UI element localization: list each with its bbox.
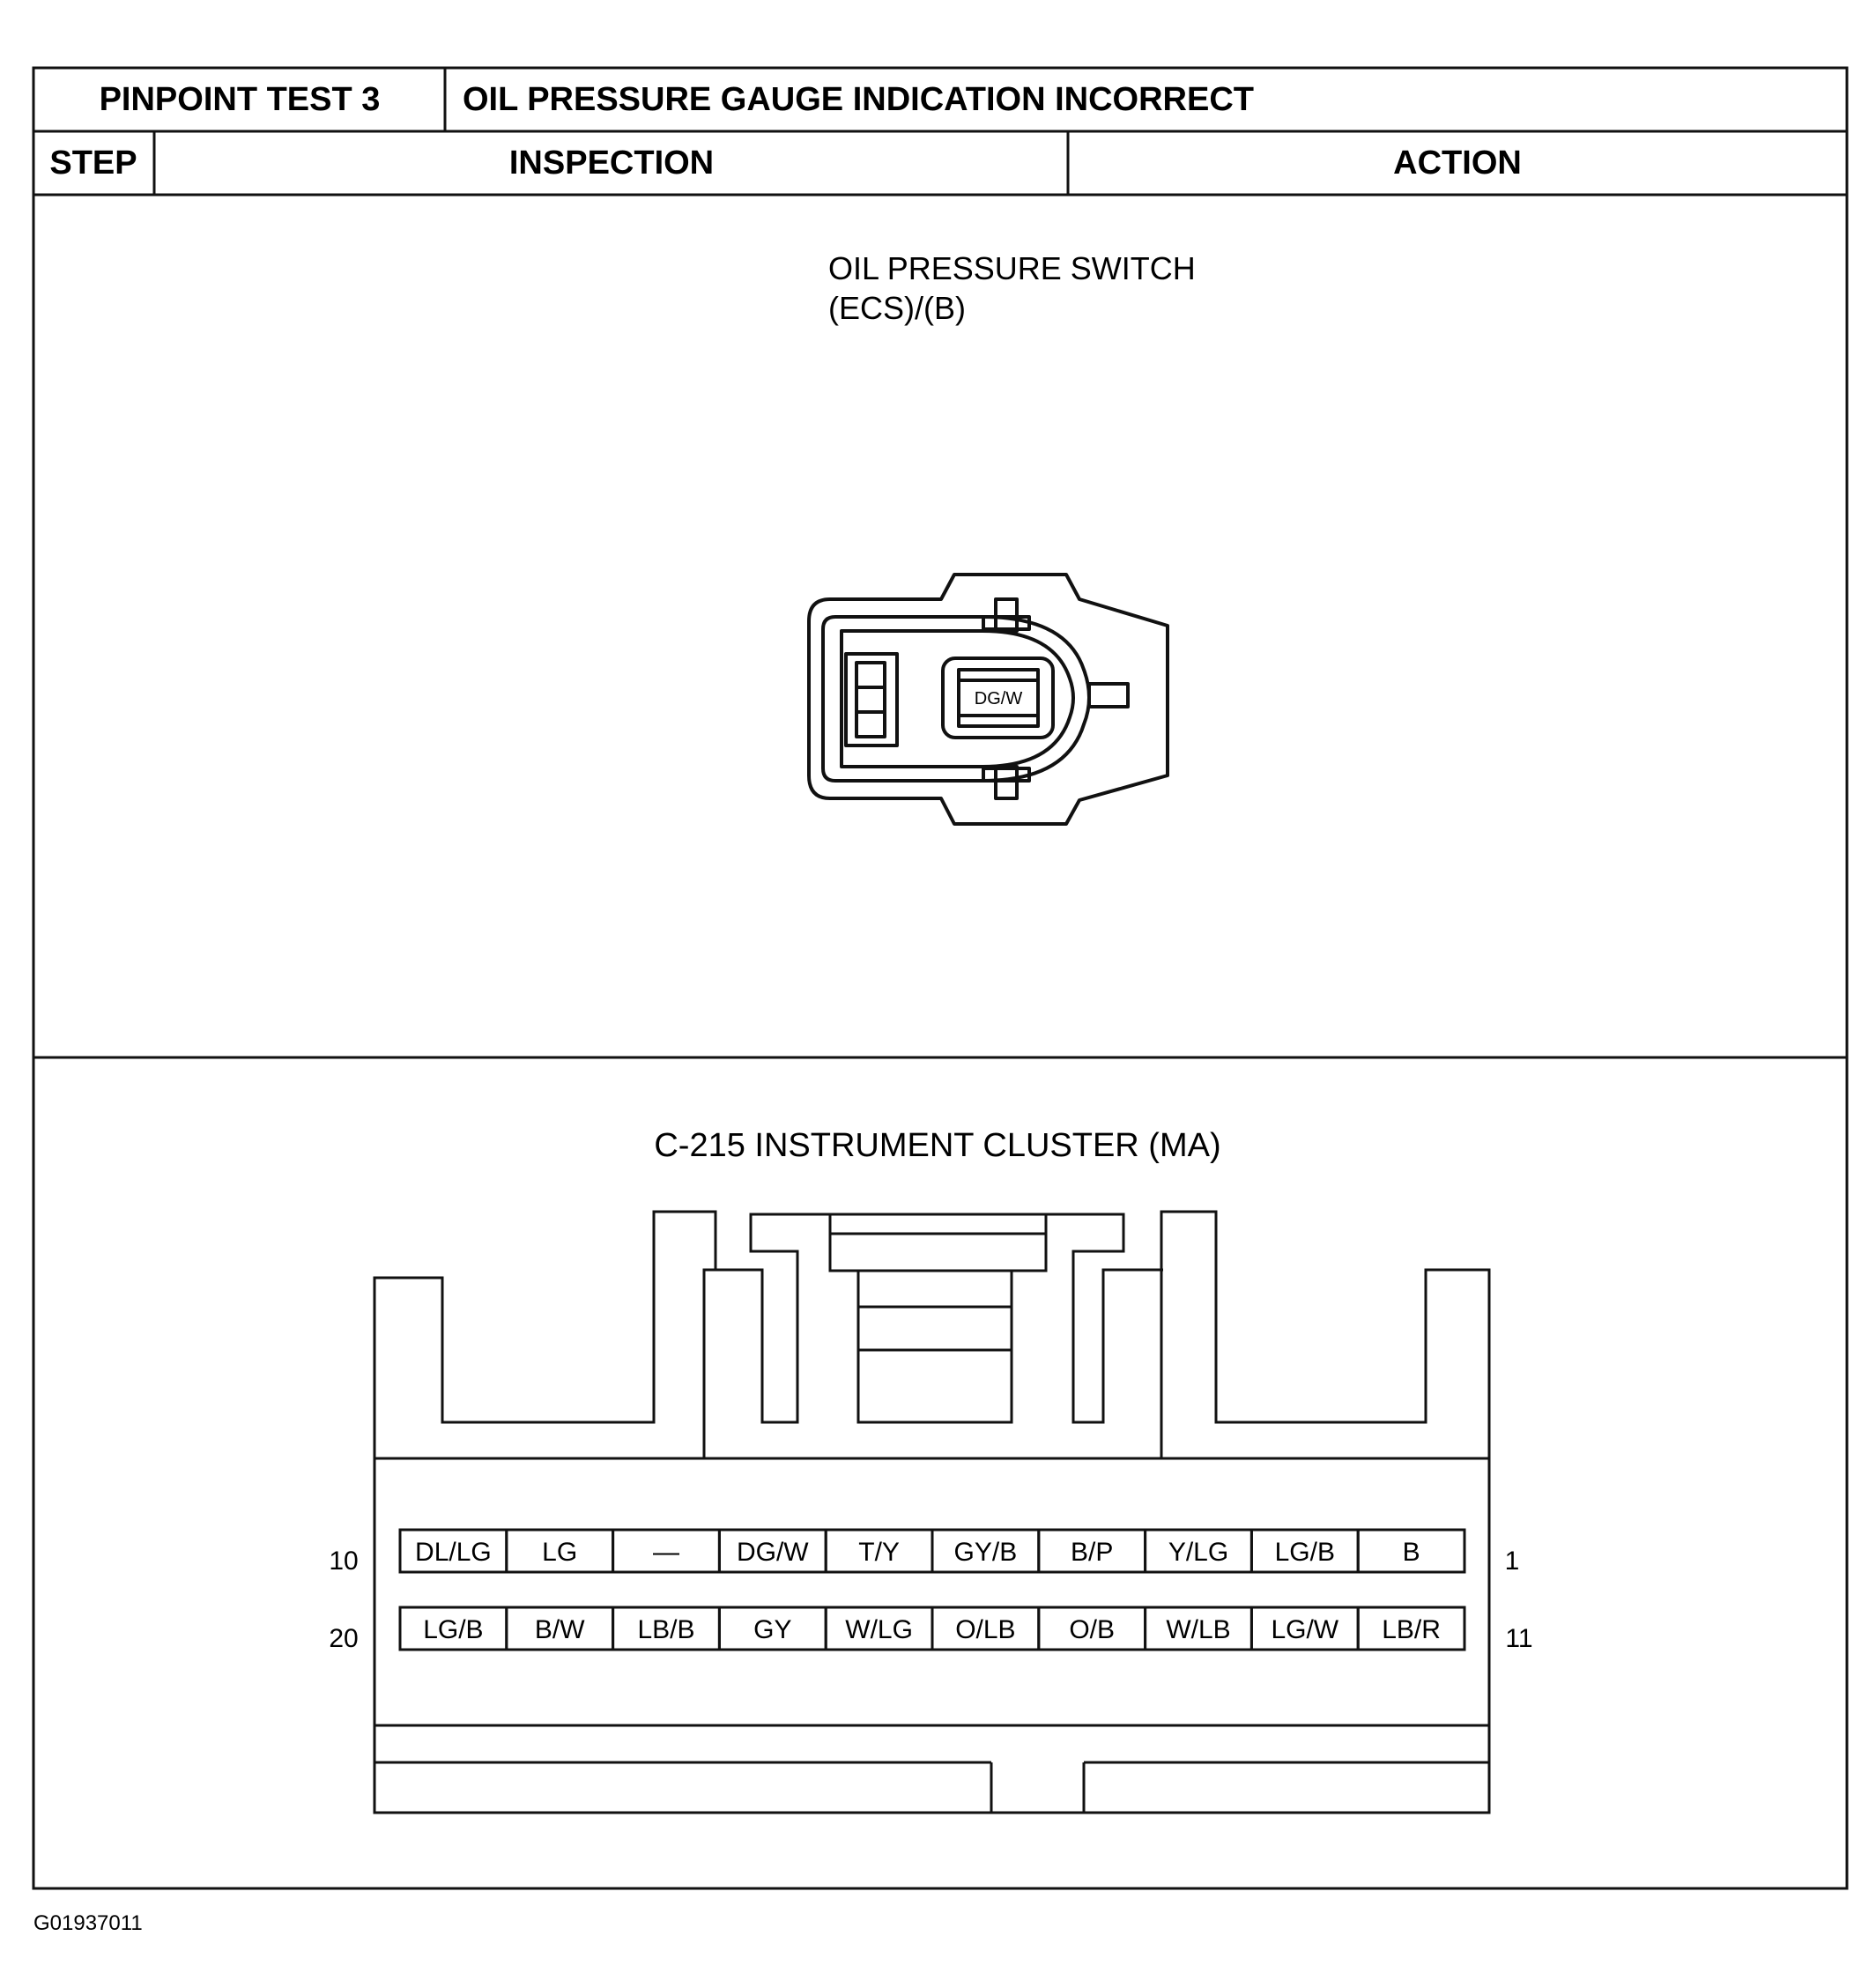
pin-wire-color-label: Y/LG bbox=[1168, 1538, 1228, 1567]
pin-wire-color-label: GY bbox=[753, 1615, 791, 1644]
row1-end-pin-number: 1 bbox=[1505, 1547, 1520, 1576]
oil-switch-terminal-label: DG/W bbox=[975, 689, 1023, 708]
action-column-header: ACTION bbox=[1393, 145, 1522, 182]
pin-wire-color-label: B/W bbox=[535, 1615, 585, 1644]
pin-wire-color-label: O/B bbox=[1069, 1615, 1115, 1644]
pin-wire-color-label: DL/LG bbox=[415, 1538, 492, 1567]
pinpoint-test-label: PINPOINT TEST 3 bbox=[100, 81, 381, 118]
pin-wire-color-label: LB/R bbox=[1382, 1615, 1441, 1644]
pin-wire-color-label: LB/B bbox=[637, 1615, 694, 1644]
figure-id: G01937011 bbox=[33, 1911, 143, 1935]
oil-switch-title: OIL PRESSURE SWITCH bbox=[828, 250, 1196, 286]
row1-start-pin-number: 10 bbox=[329, 1547, 358, 1576]
pin-cell bbox=[1356, 1528, 1466, 1574]
row2-start-pin-number: 20 bbox=[329, 1624, 358, 1653]
cluster-connector-housing bbox=[373, 1210, 1491, 1814]
row2-end-pin-number: 11 bbox=[1505, 1624, 1532, 1653]
pin-wire-color-label: LG/B bbox=[423, 1615, 483, 1644]
pin-wire-color-label: DG/W bbox=[737, 1538, 809, 1567]
oil-switch-subtitle: (ECS)/(B) bbox=[828, 290, 966, 326]
pin-wire-color-label: W/LG bbox=[845, 1615, 913, 1644]
pin-wire-color-label: LG/B bbox=[1275, 1538, 1335, 1567]
cluster-pin-row-2: LG/B B/W LB/B GY W/LG O/LB O/B W/LB LG/W LB/R bbox=[398, 1606, 1466, 1651]
pin-wire-color-label: B/P bbox=[1071, 1538, 1113, 1567]
inspection-column-header: INSPECTION bbox=[509, 145, 714, 182]
cluster-title: C-215 INSTRUMENT CLUSTER (MA) bbox=[654, 1127, 1220, 1164]
oil-switch-connector bbox=[807, 573, 1169, 826]
pin-wire-color-label: T/Y bbox=[858, 1538, 900, 1567]
cluster-pin-row-1: DL/LG LG — DG/W T/Y GY/B B/P Y/LG LG/B B bbox=[398, 1528, 1466, 1574]
pin-wire-color-label: — bbox=[653, 1538, 679, 1567]
pin-wire-color-label: O/LB bbox=[955, 1615, 1015, 1644]
pin-wire-color-label: LG/W bbox=[1271, 1615, 1338, 1644]
pin-wire-color-label: W/LB bbox=[1166, 1615, 1230, 1644]
pinpoint-test-title: OIL PRESSURE GAUGE INDICATION INCORRECT bbox=[463, 81, 1254, 118]
step-column-header: STEP bbox=[49, 145, 137, 182]
pin-wire-color-label: GY/B bbox=[954, 1538, 1018, 1567]
pin-wire-color-label: LG bbox=[542, 1538, 577, 1567]
pin-cell bbox=[1356, 1606, 1466, 1651]
table-frame bbox=[32, 66, 1849, 1890]
pin-wire-color-label: B bbox=[1403, 1538, 1420, 1567]
